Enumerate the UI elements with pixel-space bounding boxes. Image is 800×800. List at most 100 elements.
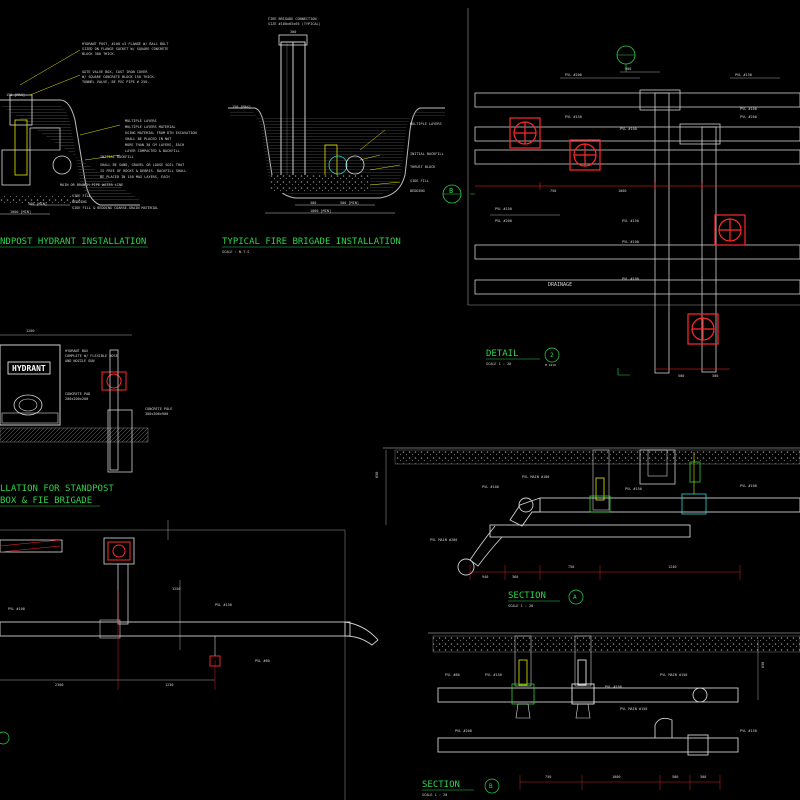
svg-text:SIDE FILL: SIDE FILL [72,194,91,198]
section-b-title: SECTION [422,780,460,790]
sec-a-pvl100-b: PVL #100 [740,484,757,488]
svg-text:BLOCK 300 THICK.: BLOCK 300 THICK. [82,52,116,56]
svg-text:COMPLETE W/ FLEXIBLE HOSE: COMPLETE W/ FLEXIBLE HOSE [65,354,118,358]
sec-a-dim-940: 940 [482,575,488,579]
section-a-title: SECTION [508,591,546,601]
plan-label-pvl100-b: PVL #100 [620,127,637,131]
svg-text:W/ SQUARE CONCRETE BLOCK 150 T: W/ SQUARE CONCRETE BLOCK 150 THICK. [82,75,156,79]
section-b-letter: B [489,783,493,790]
marker-b-label: B [449,187,453,195]
svg-text:HYDRANT BOX: HYDRANT BOX [65,349,89,353]
bl-label-pvl150: PVL #150 [215,603,232,607]
sec-a-pvl100: PVL #100 [482,485,499,489]
plan-label-pvl200-c: PVL #200 [495,219,512,223]
bl-dim-2300: 2300 [55,683,63,687]
bl-dim-1230: 1230 [165,683,173,687]
svg-text:300: 300 [310,201,316,205]
sec-b-dim-500: 500 [672,775,678,779]
svg-text:INITIAL BACKFILL: INITIAL BACKFILL [100,155,134,159]
svg-text:BE PLACED IN 150 MAX LAYERS, E: BE PLACED IN 150 MAX LAYERS, EACH [100,175,170,179]
plan-label-pvl100-c: PVL #100 [622,240,639,244]
note-initial-backfill: INITIAL BACKFILL [410,152,444,156]
plan-label-pvl100-d: PVL #100 [622,277,639,281]
sec-b-dim-650: 650 [761,662,765,668]
plan-label-pvl150-c: PVL #150 [495,207,512,211]
sec-b-pvl150: PVL #150 [485,673,502,677]
fire-brigade-title: TYPICAL FIRE BRIGADE INSTALLATION [222,237,401,247]
sec-b-pvl-main150-b: PVL MAIN #150 [620,707,647,711]
sec-a-dim-360: 360 [512,575,518,579]
note-multiple-layers: MULTIPLE LAYERS [410,122,442,126]
svg-text:300x300x900: 300x300x900 [145,412,168,416]
svg-text:USING MATERIAL FROM DTH EXCAVA: USING MATERIAL FROM DTH EXCAVATION [125,131,197,135]
bl-dim-1250: 1250 [172,587,180,591]
standpost-title: NDPOST HYDRANT INSTALLATION [0,237,146,247]
plan-label-pvl100-a: PVL #100 [740,107,757,111]
svg-text:SHALL BE SAND, GRAVEL OR LOOSE: SHALL BE SAND, GRAVEL OR LOOSE SOIL THAT [100,163,185,167]
svg-text:1200: 1200 [26,329,34,333]
note-bedding: BEDDING [410,189,425,193]
plan-dim-1000: 1000 [618,189,626,193]
hydrant-box-title-1: LLATION FOR STANDPOST [0,484,114,494]
svg-text:AND NOZZLE GUN: AND NOZZLE GUN [65,359,95,363]
svg-text:200x200x200: 200x200x200 [65,397,88,401]
sec-b-pvl100: PVL #100 [605,685,622,689]
svg-text:1000 [MIN]: 1000 [MIN] [10,210,31,214]
svg-text:HYDRANT POST, #100 x3 FLANGE W: HYDRANT POST, #100 x3 FLANGE W/ BALL BOL… [82,42,169,46]
sec-b-dim-1000: 1000 [612,775,620,779]
sec-b-dim-750: 750 [545,775,551,779]
svg-text:500 [MIN]: 500 [MIN] [28,202,47,206]
svg-text:500 [MIN]: 500 [MIN] [340,201,359,205]
detail-title: DETAIL [486,349,519,359]
svg-text:150 [MAX]: 150 [MAX] [232,105,251,109]
section-a-letter: A [573,594,577,601]
svg-text:TUNNEL VALVE, BE PVC PIPE # 25: TUNNEL VALVE, BE PVC PIPE # 250. [82,80,149,84]
sec-b-pvl80: PVL #80 [445,673,460,677]
plan-dim-750: 750 [550,189,556,193]
detail-number: 2 [550,352,554,359]
drainage-label: DRAINAGE [548,282,572,288]
bl-label-pvl80: PVL #80 [255,659,270,663]
sec-a-dim-1240: 1240 [668,565,676,569]
plan-label-pvl150-a: PVL #150 [735,73,752,77]
plan-label-pvl150-b: PVL #150 [565,115,582,119]
note-concrete-pole: CONCRETE POLE [145,407,172,411]
svg-text:SIZED ON FLANGE SOCKET W/ SQUA: SIZED ON FLANGE SOCKET W/ SQUARE CONCRET… [82,47,168,51]
note-side-fill: SIDE FILL [410,179,429,183]
detail-ref: M-1910 [545,363,556,367]
plan-label-pvl200-b: PVL #200 [740,115,757,119]
plan-label-pvl200: PVL #200 [565,73,582,77]
svg-text:MULTIPLE LAYERS: MULTIPLE LAYERS [125,119,157,123]
hydrant-box-title-2: BOX & FIE BRIGADE [0,496,92,506]
fire-brigade-scale: SCALE : N.T.S [222,250,249,254]
hydrant-box-detail: 1200 HYDRANT HYDRANT BOX COMPLETE W/ FLE… [0,329,172,507]
section-b: 650 PVL #80 PVL #150 PVL #100 PVL MAIN #… [422,632,800,797]
svg-text:SHALL BE PLACED IN NOT: SHALL BE PLACED IN NOT [125,137,172,141]
brigade-connection-size: SIZE #100x65x65 (TYPICAL) [268,22,321,26]
svg-text:SIDE FILL & BEDDING COARSE-GRA: SIDE FILL & BEDDING COARSE-GRAIN MATERIA… [72,206,158,210]
svg-text:MORE THAN 30 CM LAYERS, EACH: MORE THAN 30 CM LAYERS, EACH [125,143,184,147]
plan-label-pvl150-d: PVL #150 [622,219,639,223]
standpost-hydrant-detail: HYDRANT POST, #100 x3 FLANGE W/ BALL BOL… [0,42,197,248]
svg-text:LAYER COMPACTED & BACKFILL: LAYER COMPACTED & BACKFILL [125,149,180,153]
section-a: 650 PVL #100 PVL MAIN #100 PVL MAIN #200… [375,447,800,608]
sec-b-pvl150-b: PVL #150 [740,729,757,733]
sec-b-pvl-main150: PVL MAIN #150 [660,673,687,677]
sec-a-pvl-main100: PVL MAIN #100 [522,475,549,479]
plan-dim-500: 500 [678,374,684,378]
svg-text:BEDDING: BEDDING [72,200,87,204]
sec-b-pvl200: PVL #200 [455,729,472,733]
sec-b-dim-300: 300 [700,775,706,779]
section-b-scale: SCALE 1 : 20 [422,793,447,797]
note-thrust-block: THRUST BLOCK [410,165,436,169]
svg-text:GATE VALVE BOX, CAST IRON COVE: GATE VALVE BOX, CAST IRON COVER [82,70,148,74]
svg-text:1000 [MIN]: 1000 [MIN] [310,209,331,213]
fire-brigade-detail: FIRE BRIGADE CONNECTION SIZE #100x65x65 … [222,17,445,254]
detail-2-plan: B PVL #200 PVL #150 900 PVL #150 PVL #10… [442,8,800,378]
svg-text:150 [MAX]: 150 [MAX] [6,93,25,97]
hydrant-label: HYDRANT [12,364,46,373]
sec-a-dim-650: 650 [375,472,379,478]
bl-label-pvl100: PVL #100 [8,607,25,611]
svg-text:900: 900 [625,67,631,71]
